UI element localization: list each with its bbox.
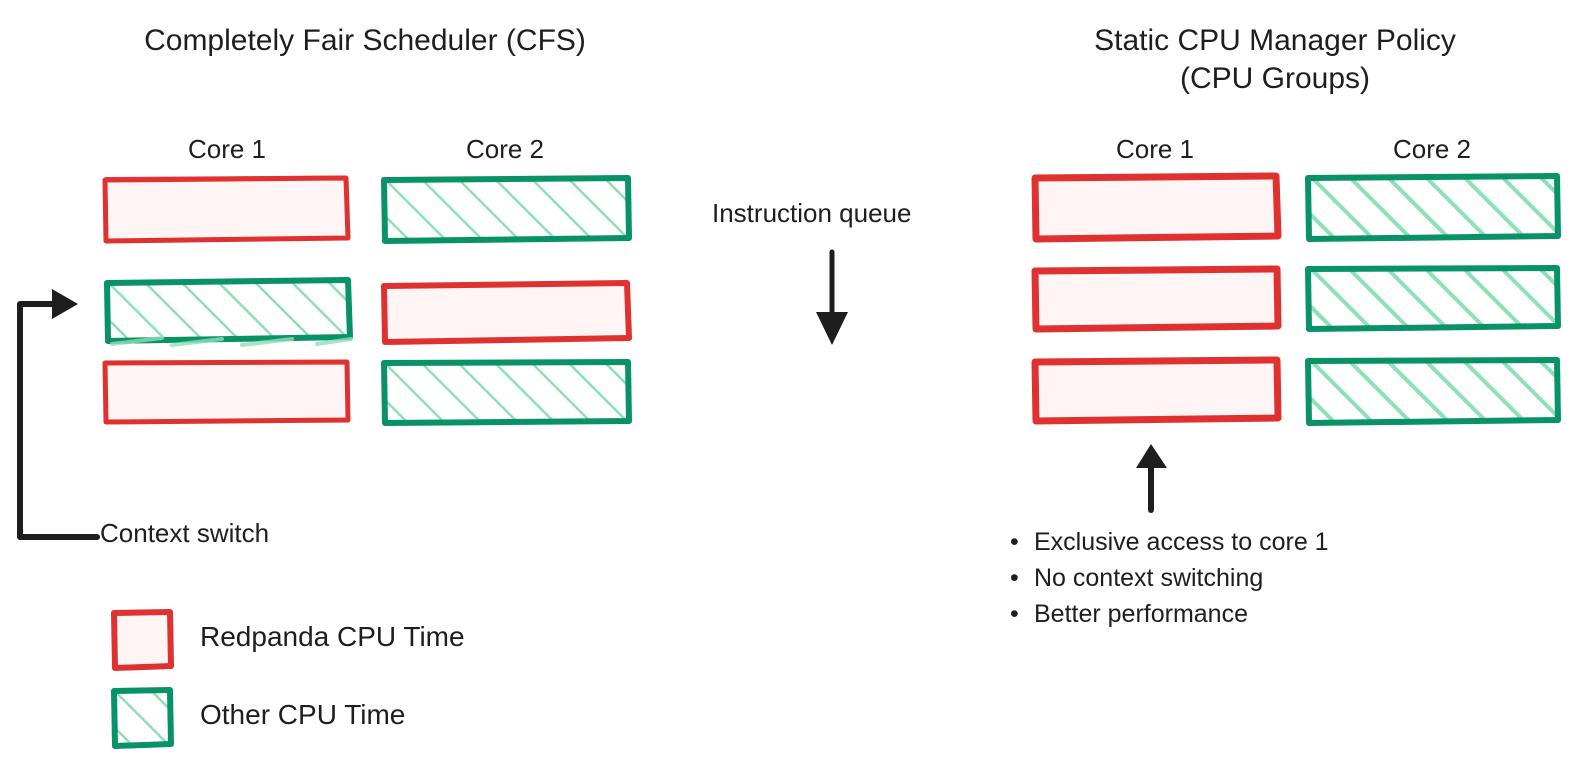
exclusive-access-arrow-icon — [1136, 444, 1167, 513]
left-core2-block-2[interactable] — [380, 280, 632, 348]
annotation-item-1: Exclusive access to core 1 — [1006, 524, 1329, 560]
left-panel-title: Completely Fair Scheduler (CFS) — [144, 24, 586, 57]
left-core-1-label: Core 1 — [187, 134, 267, 164]
legend-swatch-redpanda — [110, 609, 176, 672]
legend-label-other: Other CPU Time — [200, 699, 406, 730]
left-core-2-label: Core 2 — [465, 134, 545, 164]
right-core1-block-1[interactable] — [1030, 172, 1282, 244]
right-core-2-label: Core 2 — [1392, 134, 1472, 164]
right-core2-block-2[interactable] — [1304, 265, 1562, 334]
left-core1-block-2[interactable] — [102, 277, 354, 347]
annotation-item-3: Better performance — [1006, 596, 1329, 632]
legend-swatch-other — [110, 687, 176, 750]
left-core2-block-3[interactable] — [380, 359, 632, 428]
right-core1-block-2[interactable] — [1030, 265, 1282, 334]
legend-label-redpanda: Redpanda CPU Time — [200, 621, 465, 652]
right-panel-annotations: Exclusive access to core 1 No context sw… — [1006, 524, 1329, 632]
left-core1-block-3[interactable] — [102, 359, 352, 426]
right-core-1-label: Core 1 — [1115, 134, 1195, 164]
right-panel-title: Static CPU Manager Policy (CPU Groups) — [1094, 24, 1456, 95]
instruction-queue-arrow-icon — [816, 249, 848, 345]
instruction-queue-label: Instruction queue — [712, 198, 912, 228]
context-switch-arrow-icon — [17, 289, 100, 540]
right-core1-block-3[interactable] — [1030, 356, 1282, 426]
right-core2-block-1[interactable] — [1304, 173, 1562, 244]
annotation-item-2: No context switching — [1006, 560, 1329, 596]
context-switch-label: Context switch — [100, 518, 270, 548]
left-core2-block-1[interactable] — [380, 175, 632, 246]
right-core2-block-3[interactable] — [1304, 357, 1562, 428]
left-core1-block-1[interactable] — [102, 175, 352, 246]
